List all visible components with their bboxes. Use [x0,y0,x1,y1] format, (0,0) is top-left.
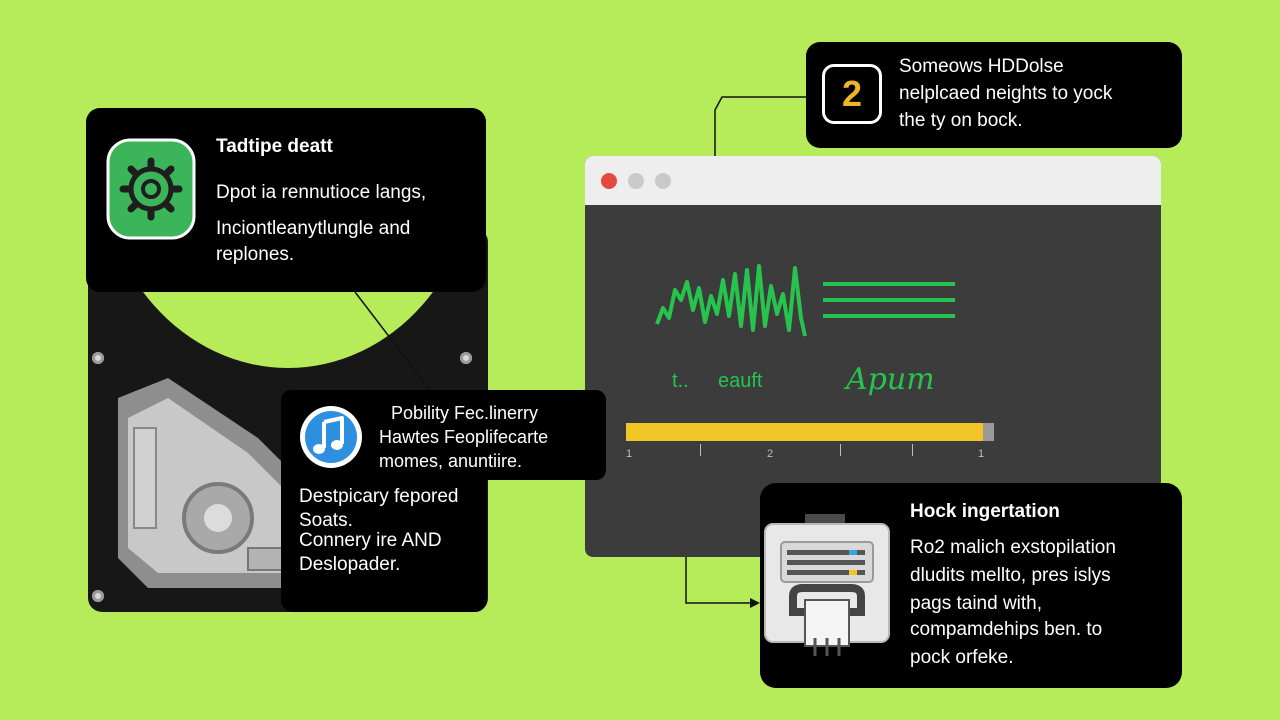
card-text: Connery ire AND [299,530,442,551]
card-text: Dpot ia rennutioce langs, [216,182,427,203]
card-text: momes, anuntiire. [379,451,523,471]
screw-icon [92,352,104,364]
progress-tick: 1 [978,448,985,460]
card-text: Soats. [299,510,353,531]
audio-waveform-icon [655,264,955,337]
card-title: Tadtipe deatt [216,136,333,157]
card-text: compamdehips ben. to [910,619,1103,640]
card-text: the ty on bock. [899,110,1023,131]
progress-tick: 1 [626,448,633,460]
card-text: Destpicary fepored [299,486,459,507]
waveform-label: t.. [672,370,689,392]
card-text: Hawtes Feoplifecarte [379,427,549,447]
card-text: Pobility Fec.linerry [391,403,539,423]
minimize-window-button[interactable] [628,173,644,189]
waveform-label: Apum [846,362,935,397]
card-text: Inciontleanytlungle and [216,218,411,239]
progress-tick: 2 [767,448,774,460]
screw-icon [92,590,104,602]
progress-fill [626,423,983,441]
progress-tick-mark [700,444,701,456]
card-text: nelplcaed neights to yock [899,83,1113,104]
gear-icon [106,138,196,240]
window-title-bar [585,156,1161,205]
number-two-icon: 2 [822,64,882,124]
card-text: pags taind with, [910,593,1043,614]
card-text: dludits mellto, pres islys [910,565,1111,586]
card-text: Someows HDDolse [899,56,1064,77]
info-card-top-right: 2 Someows HDDolse nelplcaed neights to y… [806,42,1182,148]
card-text: replones. [216,244,295,265]
close-window-button[interactable] [601,173,617,189]
progress-bar [626,423,994,441]
waveform-label: eauft [718,370,763,392]
music-note-icon [300,406,362,468]
screw-icon [460,352,472,364]
progress-tick-mark [840,444,841,456]
maximize-window-button[interactable] [655,173,671,189]
card-title: Hock ingertation [910,501,1060,522]
card-text: pock orfeke. [910,647,1014,668]
card-text: Ro2 malich exstopilation [910,537,1116,558]
card-text: Deslopader. [299,554,401,575]
storage-drive-icon [764,514,890,656]
info-card-center-lower: Destpicary fepored Soats. Connery ire AN… [281,470,487,612]
progress-tick-mark [912,444,913,456]
